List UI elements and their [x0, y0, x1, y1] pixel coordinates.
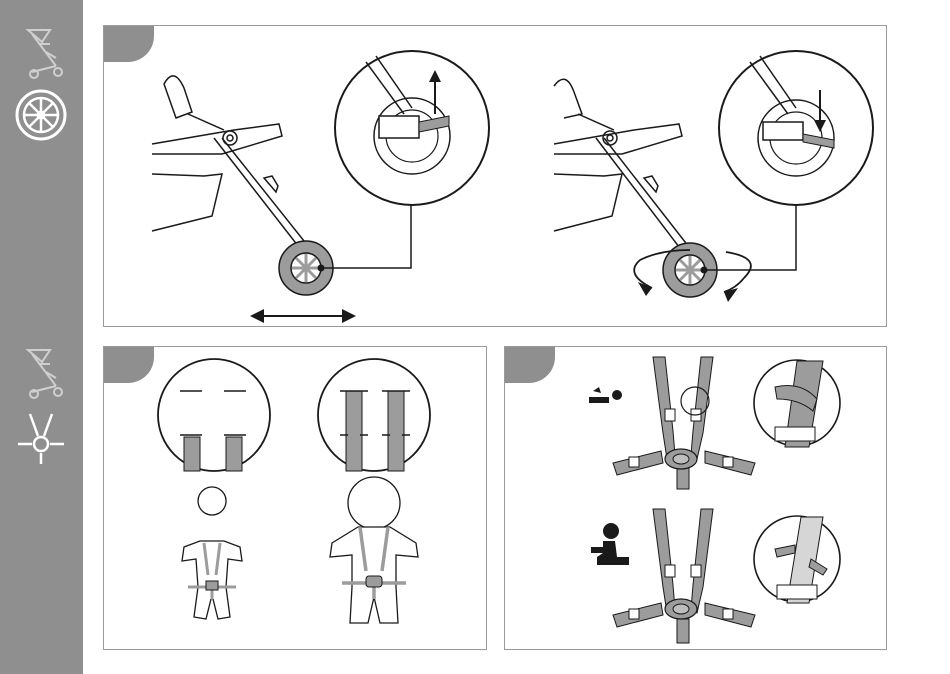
zoom-circle-icon-3 — [754, 360, 840, 447]
child-silhouette-icon-2 — [330, 477, 418, 623]
buckle-icon — [613, 357, 755, 489]
lamp-icon — [10, 410, 72, 472]
zoom-circle-icon-2 — [719, 51, 873, 205]
harness-height-panel — [103, 346, 487, 650]
zoom-circle-icon — [335, 51, 489, 205]
zoom-circle-icon-4 — [754, 516, 840, 603]
harness-adjust-panel — [504, 346, 887, 650]
wheel-lock-illustration — [104, 26, 886, 326]
stroller-outline-icon-2 — [10, 342, 72, 404]
stroller-outline-icon — [10, 22, 72, 84]
buckle-icon-2 — [613, 509, 755, 643]
harness-slot-icon — [158, 359, 270, 471]
harness-adjust-illustration — [505, 347, 886, 649]
sitting-child-icon — [591, 523, 629, 565]
harness-height-illustration — [104, 347, 486, 649]
lying-baby-icon — [589, 387, 622, 403]
double-arrow-icon — [250, 309, 356, 323]
sidebar — [0, 0, 83, 674]
wheel-lock-panel — [103, 25, 887, 327]
harness-slot-icon-2 — [318, 359, 430, 471]
wheel-icon — [10, 84, 72, 146]
child-silhouette-icon — [182, 487, 242, 619]
